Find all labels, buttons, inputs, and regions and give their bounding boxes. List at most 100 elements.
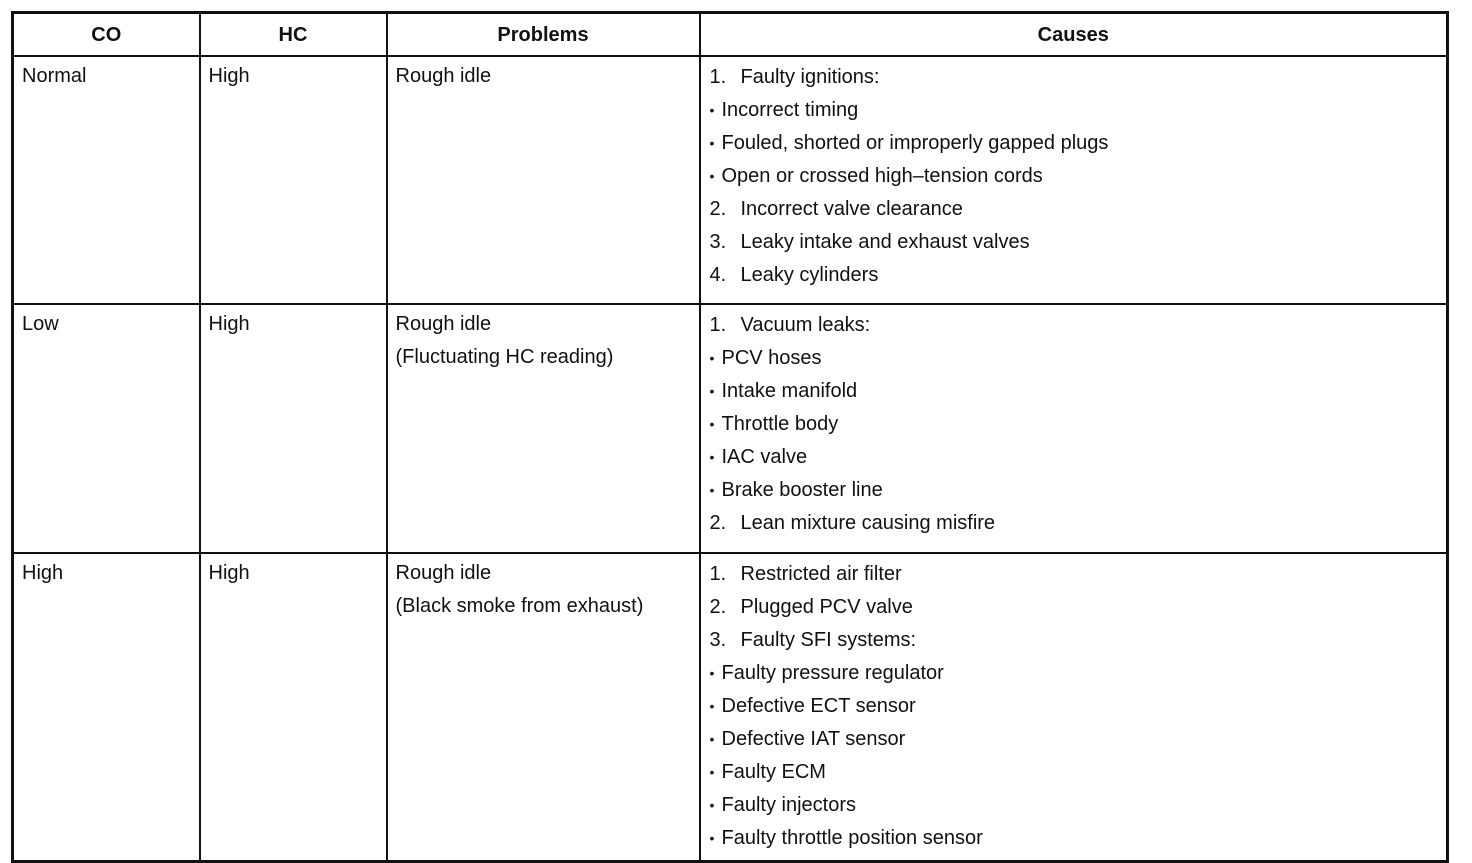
cause-subitem: • Defective IAT sensor [710, 723, 1439, 756]
cause-subitem: • Faulty pressure regulator [710, 657, 1439, 690]
problem-line: Rough idle [395, 562, 492, 584]
cause-text: Faulty SFI systems: [740, 629, 917, 651]
table-row: High High Rough idle (Black smoke from e… [11, 552, 1449, 863]
bullet-icon: • [709, 449, 715, 465]
cause-text: Incorrect valve clearance [740, 198, 963, 220]
cause-item: 2. Plugged PCV valve [710, 591, 1439, 624]
bullet-icon: • [709, 350, 715, 366]
cause-subitem: • IAC valve [710, 441, 1439, 474]
bullet-icon: • [709, 830, 715, 846]
bullet-icon: • [709, 416, 715, 432]
bullet-icon: • [709, 731, 715, 747]
cause-subitem: • Open or crossed high–tension cords [710, 160, 1439, 193]
cause-subitem: • Brake booster line [710, 474, 1439, 507]
table-row: Normal High Rough idle 1. Faulty ignition… [11, 55, 1449, 305]
cause-text: Throttle body [721, 413, 839, 435]
cause-text: Intake manifold [721, 380, 858, 402]
bullet-icon: • [709, 764, 715, 780]
bullet-icon: • [709, 665, 715, 681]
cause-subitem: • PCV hoses [710, 342, 1439, 375]
cause-text: Restricted air filter [740, 563, 902, 585]
cause-text: Plugged PCV valve [740, 596, 913, 618]
hc-cell: High [198, 55, 388, 305]
cause-item: 1.Vacuum leaks: [710, 309, 1439, 342]
problem-line: (Black smoke from exhaust) [395, 595, 644, 617]
cause-text: Leaky intake and exhaust valves [740, 231, 1030, 253]
cause-number: 1. [709, 563, 727, 585]
cause-number: 3. [709, 231, 727, 253]
cause-text: Lean mixture causing misfire [740, 512, 996, 534]
cause-subitem: • Incorrect timing [710, 94, 1439, 127]
cause-item: 2. Incorrect valve clearance [710, 193, 1439, 226]
problems-cell: Rough idle [385, 55, 701, 305]
cause-item: 4. Leaky cylinders [710, 259, 1439, 292]
bullet-icon: • [709, 698, 715, 714]
cause-text: Faulty ECM [721, 761, 826, 783]
cause-text: Brake booster line [721, 479, 883, 501]
cause-item: 1. Faulty ignitions: [710, 61, 1439, 94]
cause-number: 4. [709, 264, 727, 286]
cause-text: Leaky cylinders [740, 264, 879, 286]
header-co: CO [11, 11, 201, 57]
problem-line: Rough idle [395, 313, 492, 335]
co-value: Normal [22, 65, 87, 87]
hc-cell: High [198, 552, 388, 863]
co-value: High [22, 562, 64, 584]
cause-subitem: • Throttle body [710, 408, 1439, 441]
cause-subitem: • Fouled, shorted or improperly gapped pl… [710, 127, 1439, 160]
cause-text: Incorrect timing [721, 99, 859, 121]
causes-cell: 1. Restricted air filter 2. Plugged PCV va… [698, 552, 1449, 863]
problem-line: (Fluctuating HC reading) [395, 346, 614, 368]
cause-number: 2. [709, 512, 727, 534]
table-row: Low High Rough idle (Fluctuating HC read… [11, 303, 1449, 554]
cause-subitem: • Faulty ECM [710, 756, 1439, 789]
cause-item: 3. Leaky intake and exhaust valves [710, 226, 1439, 259]
problem-line: Rough idle [395, 65, 492, 87]
bullet-icon: • [709, 797, 715, 813]
cause-text: Faulty pressure regulator [721, 662, 944, 684]
problems-cell: Rough idle (Fluctuating HC reading) [385, 303, 701, 554]
cause-text: Defective IAT sensor [721, 728, 906, 750]
cause-text: Faulty ignitions: [740, 66, 880, 88]
cause-item: 3. Faulty SFI systems: [710, 624, 1439, 657]
cause-text: Open or crossed high–tension cords [721, 165, 1043, 187]
co-value: Low [22, 313, 59, 335]
causes-cell: 1.Vacuum leaks: • PCV hoses • Intake manif… [698, 303, 1449, 554]
cause-number: 1. [709, 66, 727, 88]
hc-value: High [208, 562, 250, 584]
header-hc: HC [198, 11, 388, 57]
cause-text: Faulty injectors [721, 794, 857, 816]
cause-item: 2. Lean mixture causing misfire [710, 507, 1439, 540]
hc-value: High [208, 313, 250, 335]
table-header-row: CO HC Problems Causes [11, 11, 1449, 57]
co-cell: Normal [11, 55, 201, 305]
cause-subitem: • Intake manifold [710, 375, 1439, 408]
problems-cell: Rough idle (Black smoke from exhaust) [385, 552, 701, 863]
cause-subitem: • Faulty injectors [710, 789, 1439, 822]
cause-subitem: • Faulty throttle position sensor [710, 822, 1439, 855]
bullet-icon: • [709, 168, 715, 184]
bullet-icon: • [709, 482, 715, 498]
cause-item: 1. Restricted air filter [710, 558, 1439, 591]
header-problems: Problems [385, 11, 701, 57]
bullet-icon: • [709, 383, 715, 399]
header-causes: Causes [698, 11, 1449, 57]
bullet-icon: • [709, 102, 715, 118]
cause-text: Vacuum leaks: [740, 314, 871, 336]
diagnosis-table: CO HC Problems Causes Normal High Rough … [11, 11, 1449, 863]
cause-number: 3. [709, 629, 727, 651]
causes-cell: 1. Faulty ignitions: • Incorrect timing • F… [698, 55, 1449, 305]
bullet-icon: • [709, 135, 715, 151]
hc-value: High [208, 65, 250, 87]
co-cell: Low [11, 303, 201, 554]
cause-text: Fouled, shorted or improperly gapped plu… [721, 132, 1109, 154]
cause-number: 2. [709, 198, 727, 220]
cause-subitem: • Defective ECT sensor [710, 690, 1439, 723]
co-cell: High [11, 552, 201, 863]
cause-text: PCV hoses [721, 347, 822, 369]
cause-text: Defective ECT sensor [721, 695, 916, 717]
cause-text: Faulty throttle position sensor [721, 827, 983, 849]
hc-cell: High [198, 303, 388, 554]
cause-number: 2. [709, 596, 727, 618]
cause-text: IAC valve [721, 446, 808, 468]
